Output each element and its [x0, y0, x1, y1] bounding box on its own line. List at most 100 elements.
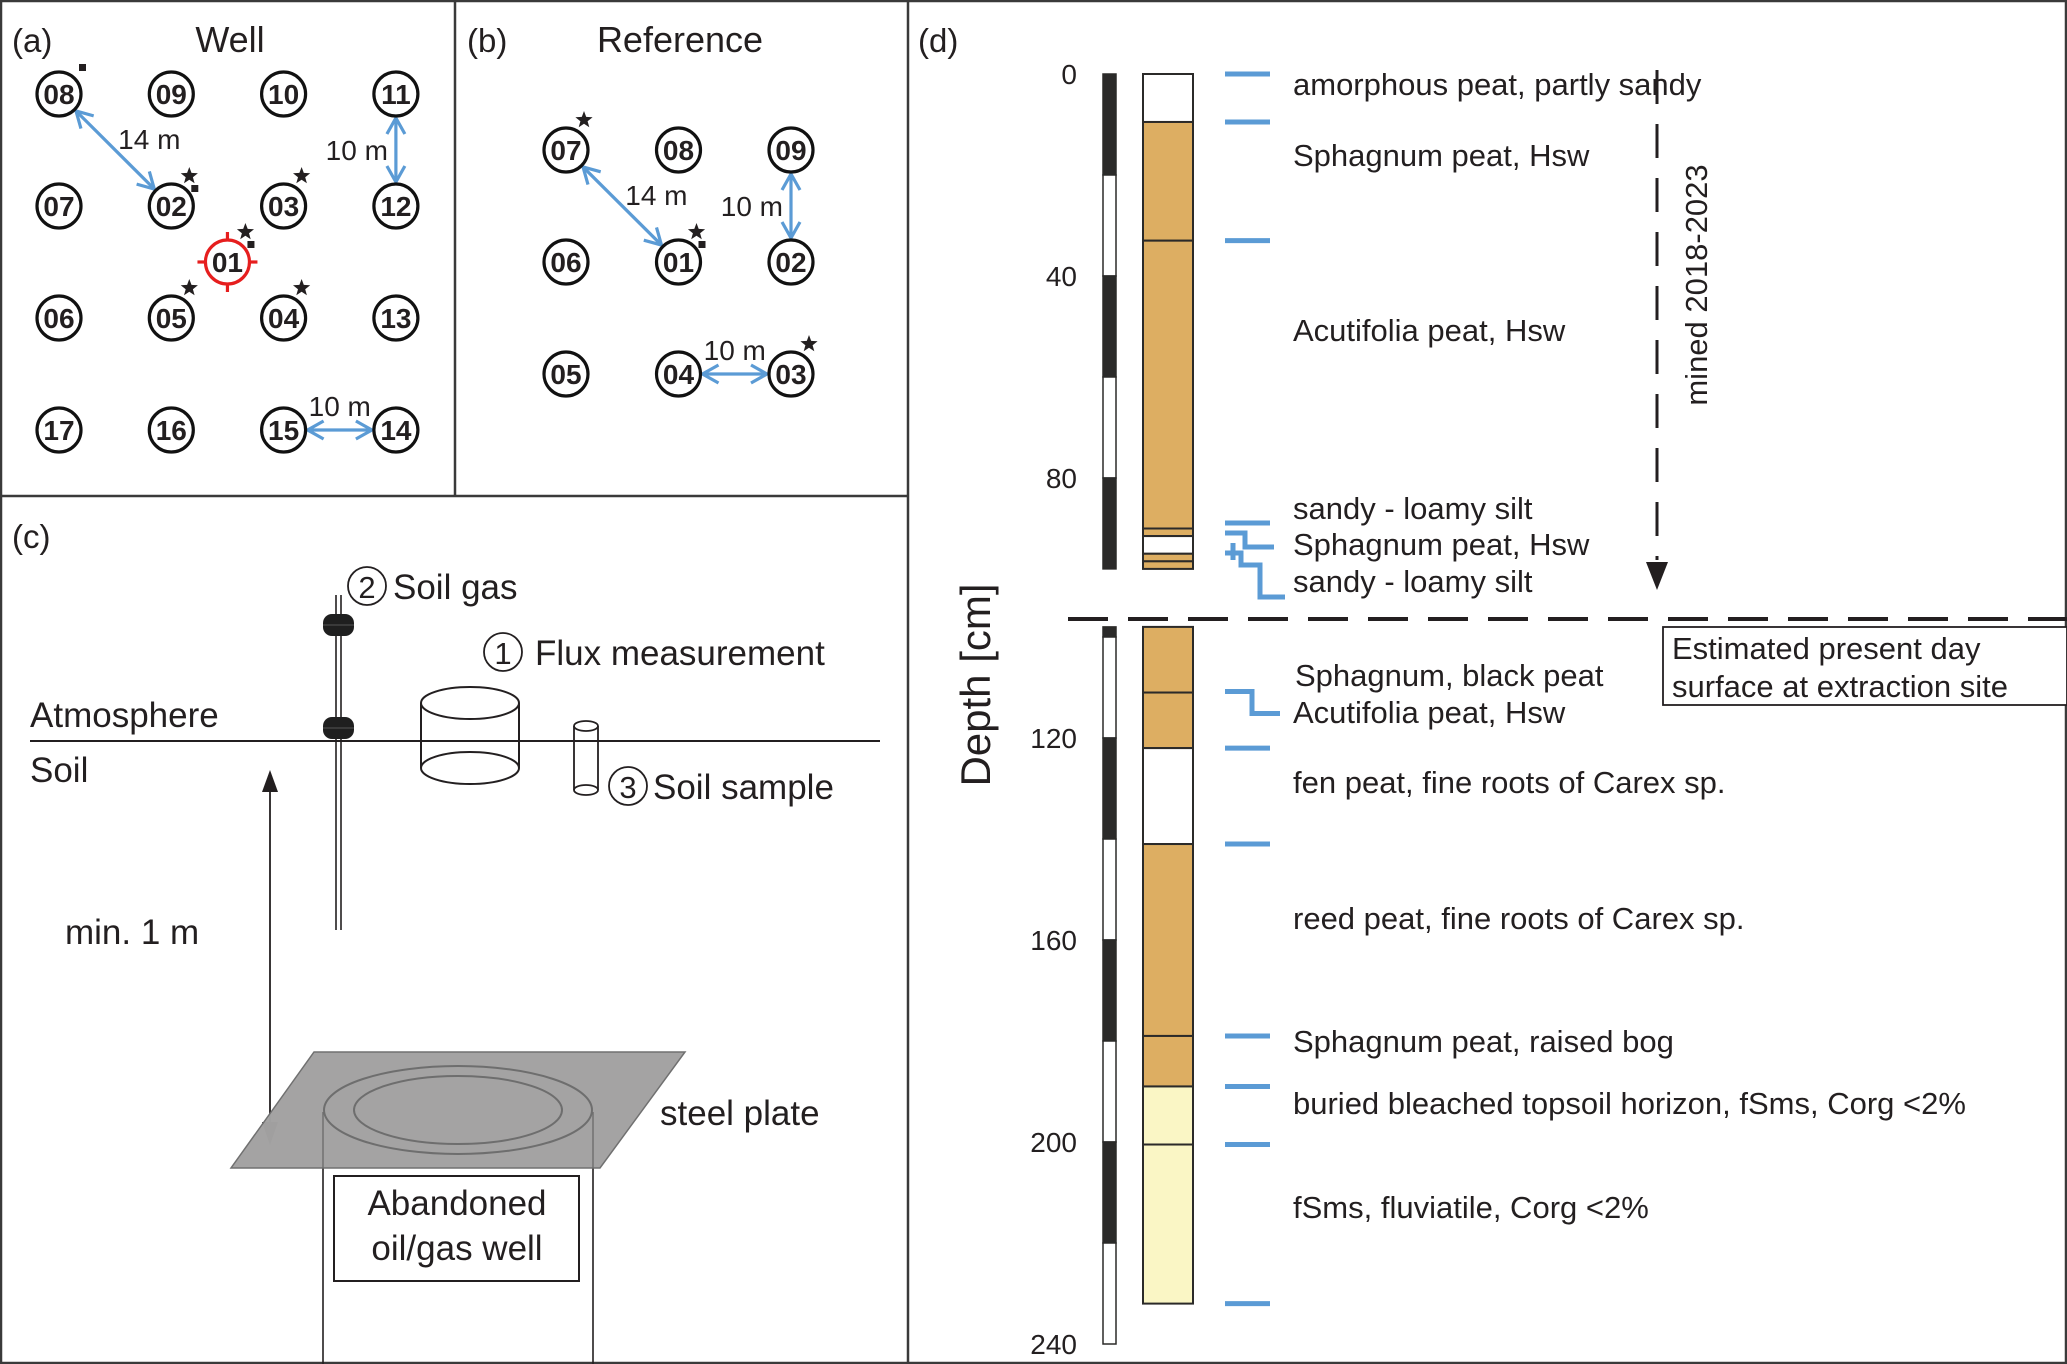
- core-layer: [1142, 625, 1194, 694]
- steel-plate-shape: [229, 1051, 687, 1169]
- atmosphere-label: Atmosphere: [30, 696, 219, 735]
- flux-text: Flux measurement: [535, 634, 825, 673]
- well-marker-circle: [147, 406, 195, 454]
- panel-d-tag: (d): [918, 22, 958, 59]
- scale-bar-segment: [1102, 1141, 1117, 1244]
- depth-tick-label: 80: [1046, 463, 1077, 494]
- panel-c-tag: (c): [12, 518, 50, 555]
- well-number: 02: [775, 247, 806, 278]
- panel-a-distance-arrow: [385, 114, 407, 186]
- soil-gas-number: 2: [358, 570, 375, 605]
- layer-description: reed peat, fine roots of Carex sp.: [1293, 901, 1744, 936]
- scale-bar-segment: [1102, 73, 1117, 176]
- panel-a-well-09: 09: [147, 70, 195, 118]
- well-number: 05: [156, 303, 187, 334]
- well-marker-circle: [767, 238, 815, 286]
- min-distance-label: min. 1 m: [65, 913, 199, 952]
- core-layer: [1142, 120, 1194, 242]
- star-icon: [180, 167, 198, 184]
- well-number: 08: [663, 135, 694, 166]
- well-marker-circle: [260, 70, 308, 118]
- well-marker-circle: [542, 238, 590, 286]
- depth-tick-label: 120: [1030, 723, 1077, 754]
- star-icon: [236, 223, 254, 240]
- panel-b-well-05: 05: [542, 350, 590, 398]
- scale-bar-segment: [1102, 737, 1117, 840]
- well-marker-circle: [372, 70, 420, 118]
- present-surface-label-line1: Estimated present day: [1672, 631, 1981, 666]
- present-surface-box: [1662, 626, 2067, 706]
- depth-tick-label: 240: [1030, 1329, 1077, 1360]
- well-number: 16: [156, 415, 187, 446]
- star-icon: [687, 223, 706, 240]
- core-layer: [1142, 239, 1194, 530]
- well-marker-circle: [260, 182, 308, 230]
- panel-b-distance-label: 14 m: [625, 180, 687, 211]
- abandoned-well-label-line1: Abandoned: [367, 1184, 546, 1223]
- scale-bar-segment: [1102, 838, 1117, 941]
- soil-gas-probe-icon: [323, 595, 354, 930]
- panel-a-well-03: 03: [260, 167, 311, 230]
- well-number: 01: [663, 247, 694, 278]
- square-icon: [191, 185, 199, 192]
- panel-a-well-11: 11: [372, 70, 420, 118]
- soil-gas-text: Soil gas: [393, 568, 518, 607]
- star-icon: [575, 111, 593, 128]
- well-number: 09: [156, 79, 187, 110]
- depth-tick-label: 160: [1030, 925, 1077, 956]
- abandoned-well-label-line2: oil/gas well: [371, 1229, 542, 1268]
- core-layer: [1142, 1034, 1194, 1088]
- layer-description: Sphagnum peat, Hsw: [1293, 138, 1590, 173]
- panel-b-distance-arrow: [699, 363, 771, 385]
- core-layer: [1142, 747, 1194, 846]
- layer-description: buried bleached topsoil horizon, fSms, C…: [1293, 1086, 1966, 1121]
- well-marker-circle: [372, 294, 420, 342]
- well-marker-circle: [260, 294, 308, 342]
- panel-b-well-02: 02: [767, 238, 815, 286]
- well-number: 13: [380, 303, 411, 334]
- layer-description: fSms, fluviatile, Corg <2%: [1293, 1190, 1649, 1225]
- panel-a-well-12: 12: [372, 182, 420, 230]
- well-number: 11: [381, 79, 411, 110]
- steel-plate-label: steel plate: [660, 1094, 820, 1133]
- mined-period-label: mined 2018-2023: [1679, 164, 1714, 405]
- scale-bar-segment: [1102, 174, 1117, 277]
- layer-description: sandy - loamy silt: [1293, 564, 1533, 599]
- depth-axis-title: Depth [cm]: [952, 583, 999, 786]
- panel-b-well-08: 08: [654, 126, 703, 174]
- panel-a-well-04: 04: [260, 279, 311, 342]
- panel-a-well-08: 08: [35, 64, 86, 118]
- well-number: 08: [43, 79, 74, 110]
- panel-b-well-01: 01: [654, 223, 706, 286]
- scale-bar-segment: [1102, 626, 1117, 638]
- star-icon: [293, 167, 311, 184]
- panel-b-well-04: 04: [654, 350, 703, 398]
- scale-bar-segment: [1102, 1242, 1117, 1345]
- well-number: 03: [775, 359, 806, 390]
- scale-bar-segment: [1102, 939, 1117, 1042]
- panel-b-distance-arrow: [580, 164, 664, 248]
- scale-bar-segment: [1102, 376, 1117, 479]
- well-marker-circle: [260, 406, 308, 454]
- well-marker-circle: [767, 350, 815, 398]
- well-number: 07: [43, 191, 74, 222]
- well-marker-circle: [654, 350, 703, 398]
- panel-a-distance-label: 10 m: [326, 135, 388, 166]
- panel-a-distance-label: 14 m: [118, 124, 180, 155]
- well-marker-circle: [35, 294, 83, 342]
- well-marker-circle: [147, 70, 195, 118]
- well-number: 12: [380, 191, 411, 222]
- abandoned-well-box: [333, 1175, 580, 1282]
- soil-sample-core-icon: [573, 720, 599, 796]
- sample-mark: [1225, 550, 1285, 600]
- well-marker-circle: [147, 294, 195, 342]
- panel-b-tag: (b): [467, 22, 507, 59]
- panel-a-well-13: 13: [372, 294, 420, 342]
- well-marker-circle: [767, 126, 815, 174]
- panel-a-distance-arrow: [304, 419, 376, 441]
